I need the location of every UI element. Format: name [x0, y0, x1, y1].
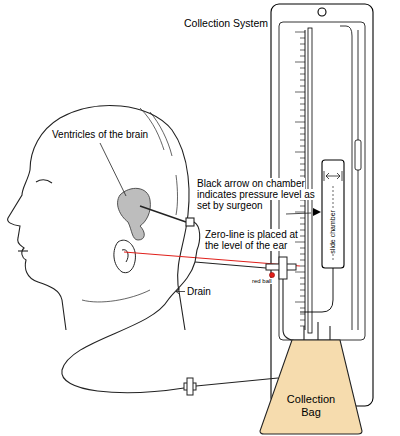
scale-tick — [300, 230, 305, 231]
scale-tick — [300, 56, 305, 57]
patient-head — [8, 118, 66, 330]
scale-tick — [300, 170, 305, 171]
scale-tick — [300, 158, 305, 159]
part-label: slide chamber — [329, 210, 337, 254]
drain-tubing — [62, 262, 195, 393]
part-label: red ball — [252, 278, 272, 285]
ear — [114, 240, 136, 273]
scale-tick — [300, 278, 305, 279]
collection-system-panel — [300, 268, 333, 312]
scale-tick — [300, 98, 305, 99]
label-patch: Black arrow on chamber indicates pressur… — [197, 178, 315, 211]
scale-tick — [295, 242, 305, 243]
collection-system-panel — [324, 171, 342, 181]
scale-tick — [300, 248, 305, 249]
leader-lines — [100, 143, 311, 295]
scale-tick — [300, 218, 305, 219]
collection-system-panel — [318, 8, 326, 16]
drain-tubing — [140, 206, 186, 222]
label-patch: Drain — [187, 286, 211, 297]
label-patch: Zero-line is placed at the level of the … — [205, 229, 298, 251]
collection-system-panel — [308, 28, 312, 333]
scale-tick — [300, 134, 305, 135]
scale-tick — [300, 74, 305, 75]
drain-tubing — [304, 322, 330, 340]
scale-tick — [300, 176, 305, 177]
label-patch: Ventricles of the brain — [52, 129, 148, 140]
scale-tick — [300, 104, 305, 105]
scale-tick — [295, 302, 305, 303]
scale-tick — [300, 308, 305, 309]
callout-note: Black arrow on chamber indicates pressur… — [197, 178, 315, 211]
scale-tick — [300, 284, 305, 285]
scale-tick — [295, 272, 305, 273]
scale-tick — [300, 164, 305, 165]
scale-tick — [300, 110, 305, 111]
collection-system-panel — [358, 30, 359, 330]
patient-head — [176, 175, 178, 215]
collection-bag: Collection Bag — [258, 338, 364, 435]
bag-label: Collection Bag — [277, 393, 345, 418]
scale-tick — [300, 140, 305, 141]
pressure-arrow — [313, 208, 321, 216]
scale-tick — [300, 290, 305, 291]
scale-tick — [300, 80, 305, 81]
patient-head — [36, 180, 52, 183]
drain-tubing — [195, 262, 266, 268]
stopcock — [279, 257, 287, 279]
drain-tubing — [186, 218, 194, 226]
stopcock — [187, 378, 193, 395]
structure-label: Ventricles of the brain — [52, 129, 148, 140]
label-patch: slide chamber — [329, 210, 336, 254]
callout-note: Zero-line is placed at the level of the … — [205, 229, 301, 251]
patient-head — [150, 112, 172, 156]
patient-head — [82, 290, 150, 302]
collection-system-panel — [322, 160, 344, 268]
scale-tick — [300, 206, 305, 207]
scale-tick — [300, 320, 305, 321]
brain-ventricles — [118, 188, 151, 240]
scale-tick — [295, 152, 305, 153]
scale-tick — [300, 266, 305, 267]
label-patch: red ball — [252, 278, 272, 284]
scale-tick — [300, 68, 305, 69]
leader-lines — [100, 143, 126, 196]
scale-tick — [300, 128, 305, 129]
scale-tick — [300, 260, 305, 261]
scale-tick — [300, 224, 305, 225]
panel-heading: Collection System — [184, 17, 268, 29]
scale-tick — [295, 212, 305, 213]
drain-tubing — [196, 378, 278, 386]
scale-tick — [300, 86, 305, 87]
bag-outline — [258, 338, 364, 435]
collection-system-panel — [355, 140, 361, 170]
patient-head — [18, 250, 28, 251]
scale-tick — [295, 92, 305, 93]
scale-tick — [300, 296, 305, 297]
scale-tick — [300, 50, 305, 51]
part-label: Drain — [187, 286, 211, 297]
bag-shape — [260, 340, 362, 434]
drain-tubing — [283, 278, 298, 341]
drain-tubing — [194, 222, 200, 262]
scale-tick — [300, 236, 305, 237]
red-ball — [269, 272, 274, 277]
scale-tick — [300, 38, 305, 39]
scale-tick — [300, 146, 305, 147]
stopcock — [184, 257, 296, 395]
scale-tick — [300, 116, 305, 117]
ear — [114, 240, 136, 273]
scale-tick — [295, 32, 305, 33]
patient-head — [8, 106, 189, 331]
scale-tick — [300, 314, 305, 315]
leader-lines — [176, 289, 185, 295]
scale-tick — [295, 62, 305, 63]
scale-tick — [295, 122, 305, 123]
scale-tick — [300, 44, 305, 45]
scale-tick — [300, 254, 305, 255]
leader-lines — [286, 213, 311, 214]
